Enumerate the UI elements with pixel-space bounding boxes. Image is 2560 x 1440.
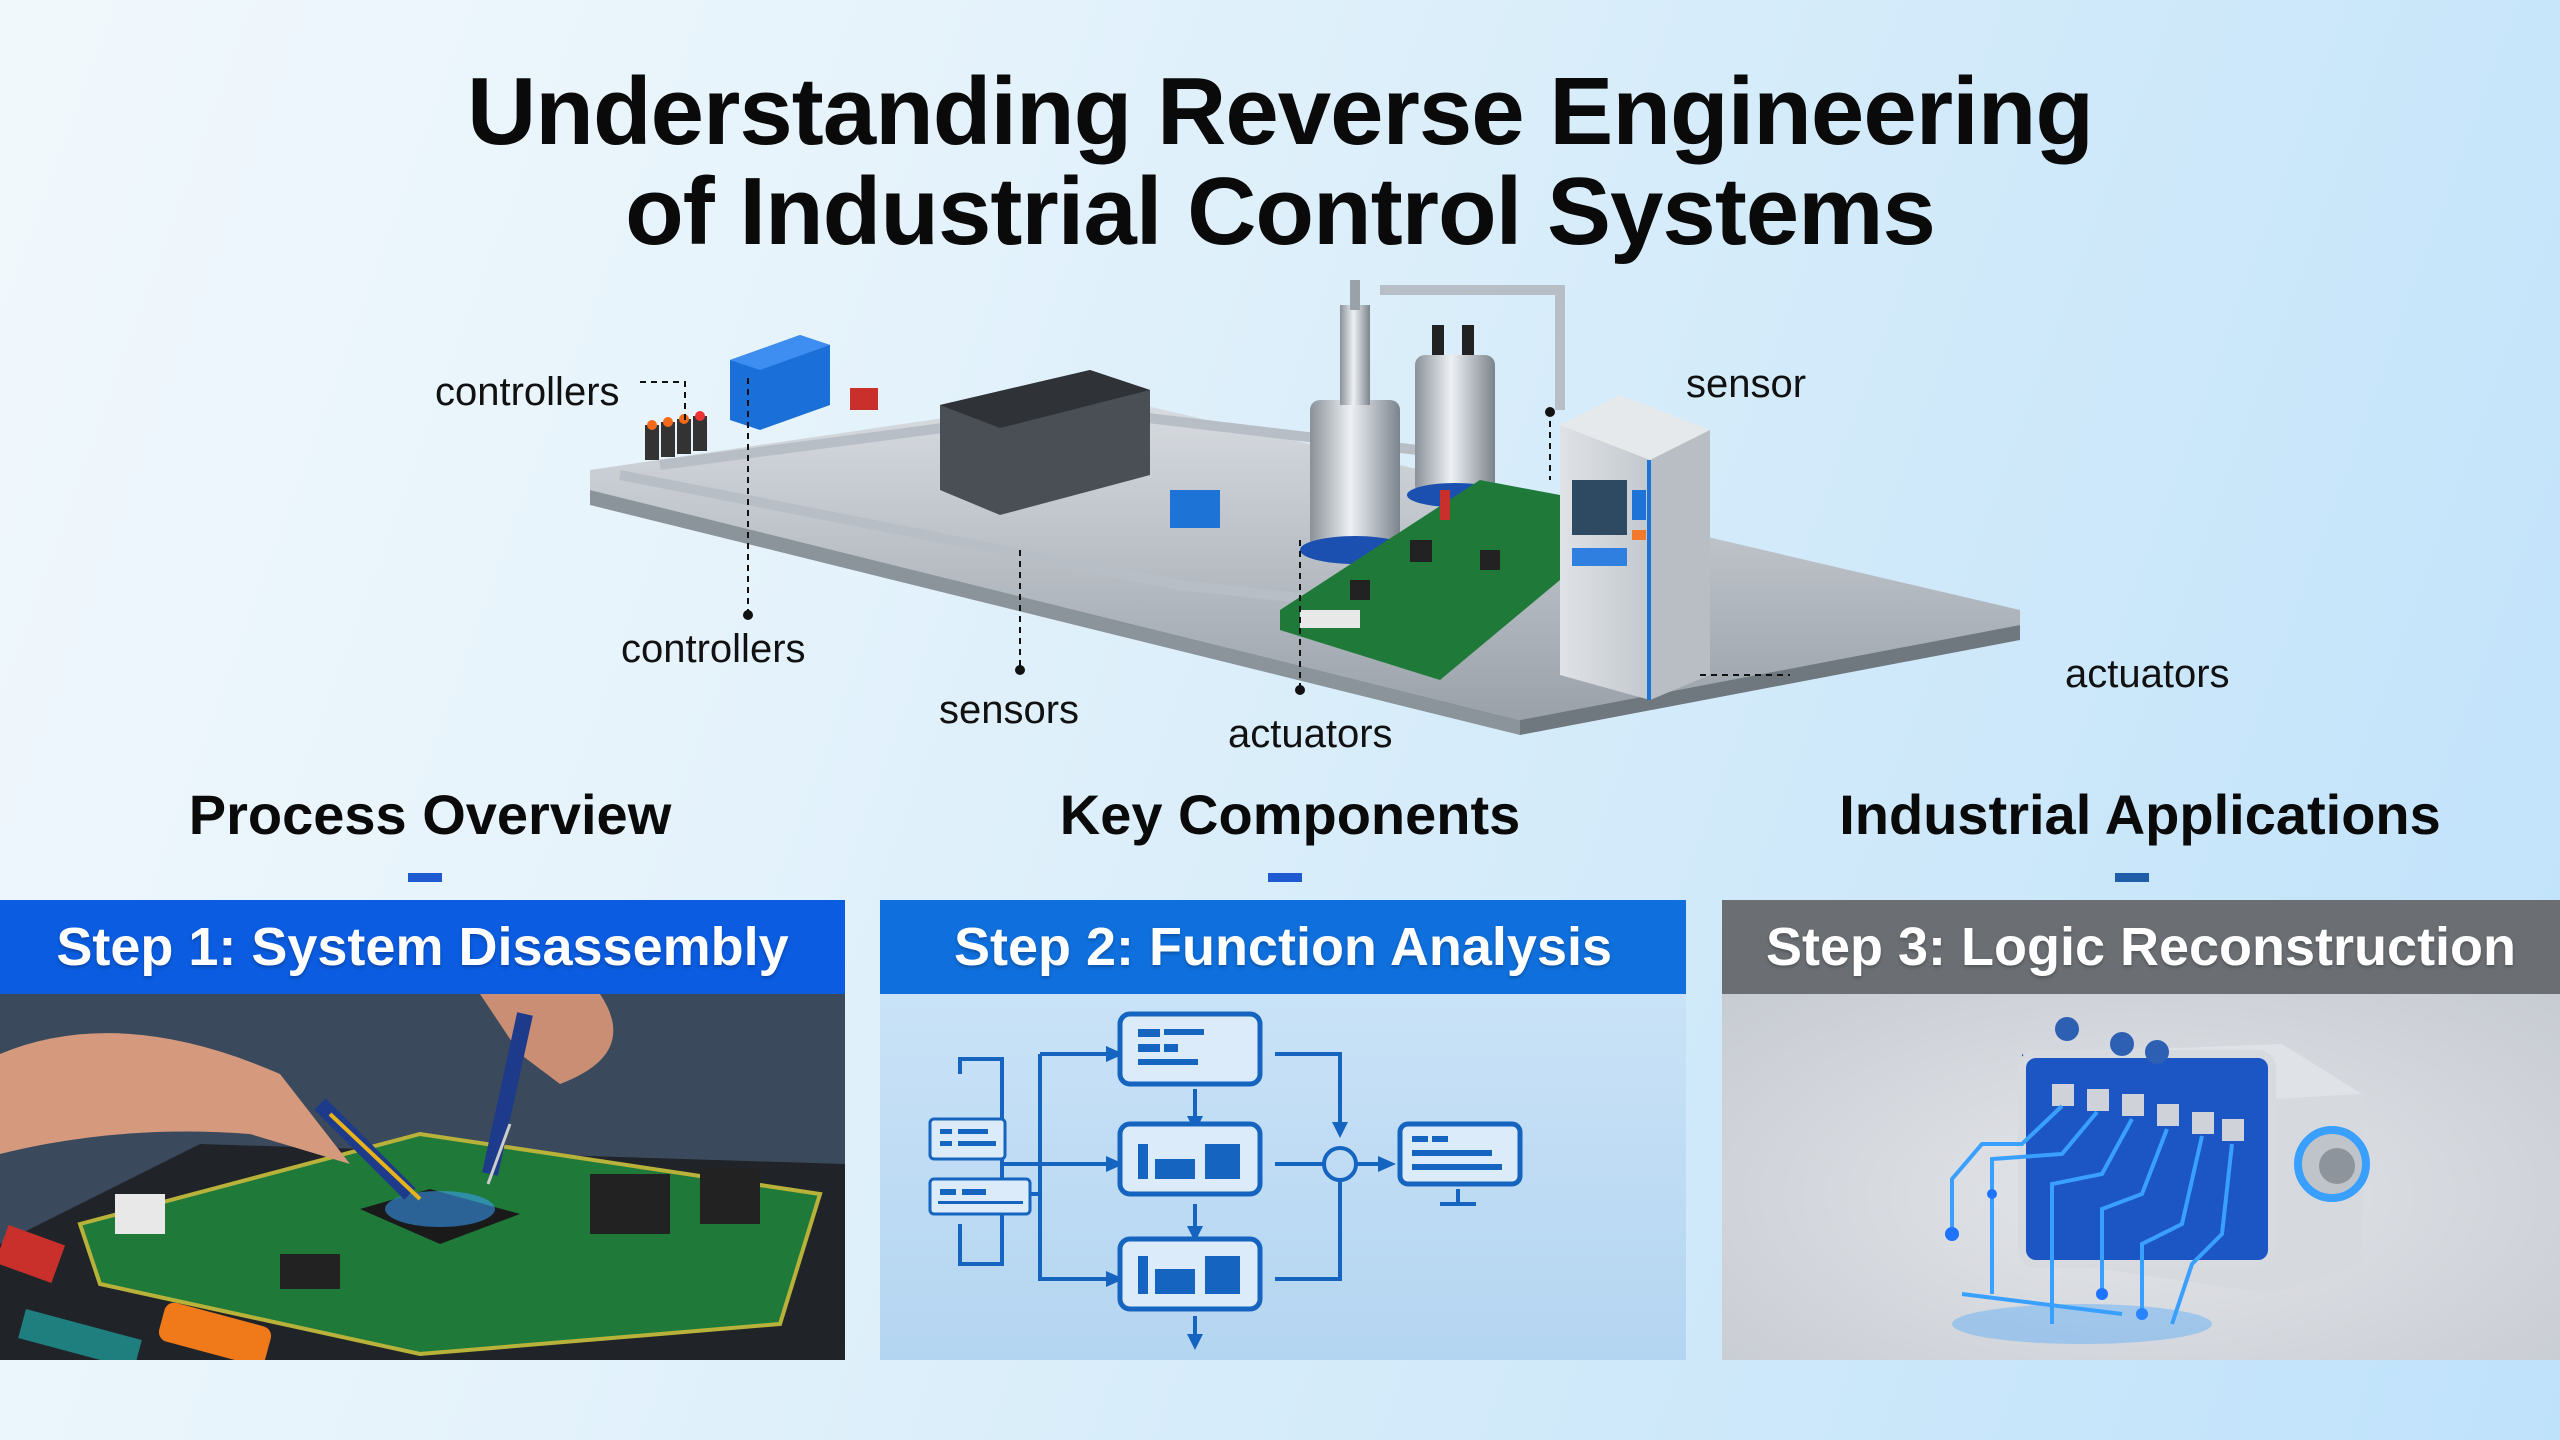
blue-relay bbox=[1170, 490, 1220, 528]
callout-dots bbox=[743, 407, 1555, 695]
callout-controllers-top: controllers bbox=[435, 370, 620, 414]
step-1-bar: Step 1: System Disassembly bbox=[0, 900, 845, 994]
step-2-image bbox=[880, 994, 1686, 1360]
callout-controllers-bottom: controllers bbox=[621, 627, 806, 671]
heading-underline-3 bbox=[2115, 873, 2149, 882]
title-line-1: Understanding Reverse Engineering bbox=[466, 58, 2094, 165]
control-box bbox=[1560, 395, 1710, 700]
heading-key-components: Key Components bbox=[1059, 783, 1521, 846]
junction-node bbox=[1322, 1146, 1358, 1182]
heading-underline-2 bbox=[1268, 873, 1302, 882]
step-2-bar: Step 2: Function Analysis bbox=[880, 900, 1686, 994]
page-title: Understanding Reverse Engineering of Ind… bbox=[0, 62, 2560, 262]
callout-actuators-right: actuators bbox=[2065, 652, 2230, 696]
glowing-circuit-traces bbox=[1950, 1104, 2234, 1325]
reactor-tanks bbox=[1300, 280, 1503, 564]
step-3-image bbox=[1722, 994, 2560, 1360]
callout-sensors: sensors bbox=[939, 688, 1080, 732]
circuit-nodes bbox=[1945, 1189, 2148, 1320]
industrial-control-system-illustration bbox=[590, 280, 2020, 735]
relay-modules bbox=[645, 388, 878, 460]
heading-industrial-applications: Industrial Applications bbox=[1839, 783, 2441, 846]
controller-block bbox=[730, 335, 830, 430]
terminal-blocks bbox=[2052, 1084, 2244, 1141]
step-1-image bbox=[0, 994, 845, 1360]
step-3-bar: Step 3: Logic Reconstruction bbox=[1722, 900, 2560, 994]
callout-sensor: sensor bbox=[1686, 362, 1807, 406]
controller-box-with-circuits bbox=[1945, 1017, 2370, 1344]
flow-box-glyphs bbox=[938, 1029, 1502, 1294]
callout-actuators-center: actuators bbox=[1228, 712, 1393, 756]
function-flow-diagram bbox=[928, 1011, 1523, 1350]
title-line-2: of Industrial Control Systems bbox=[625, 158, 1936, 265]
technician-circuit-board-photo bbox=[0, 994, 845, 1360]
heat-sink bbox=[940, 370, 1150, 515]
circuit-board bbox=[1280, 480, 1560, 680]
callout-leaders bbox=[640, 378, 1790, 690]
heading-underline-1 bbox=[408, 873, 442, 882]
heading-process-overview: Process Overview bbox=[188, 783, 672, 846]
